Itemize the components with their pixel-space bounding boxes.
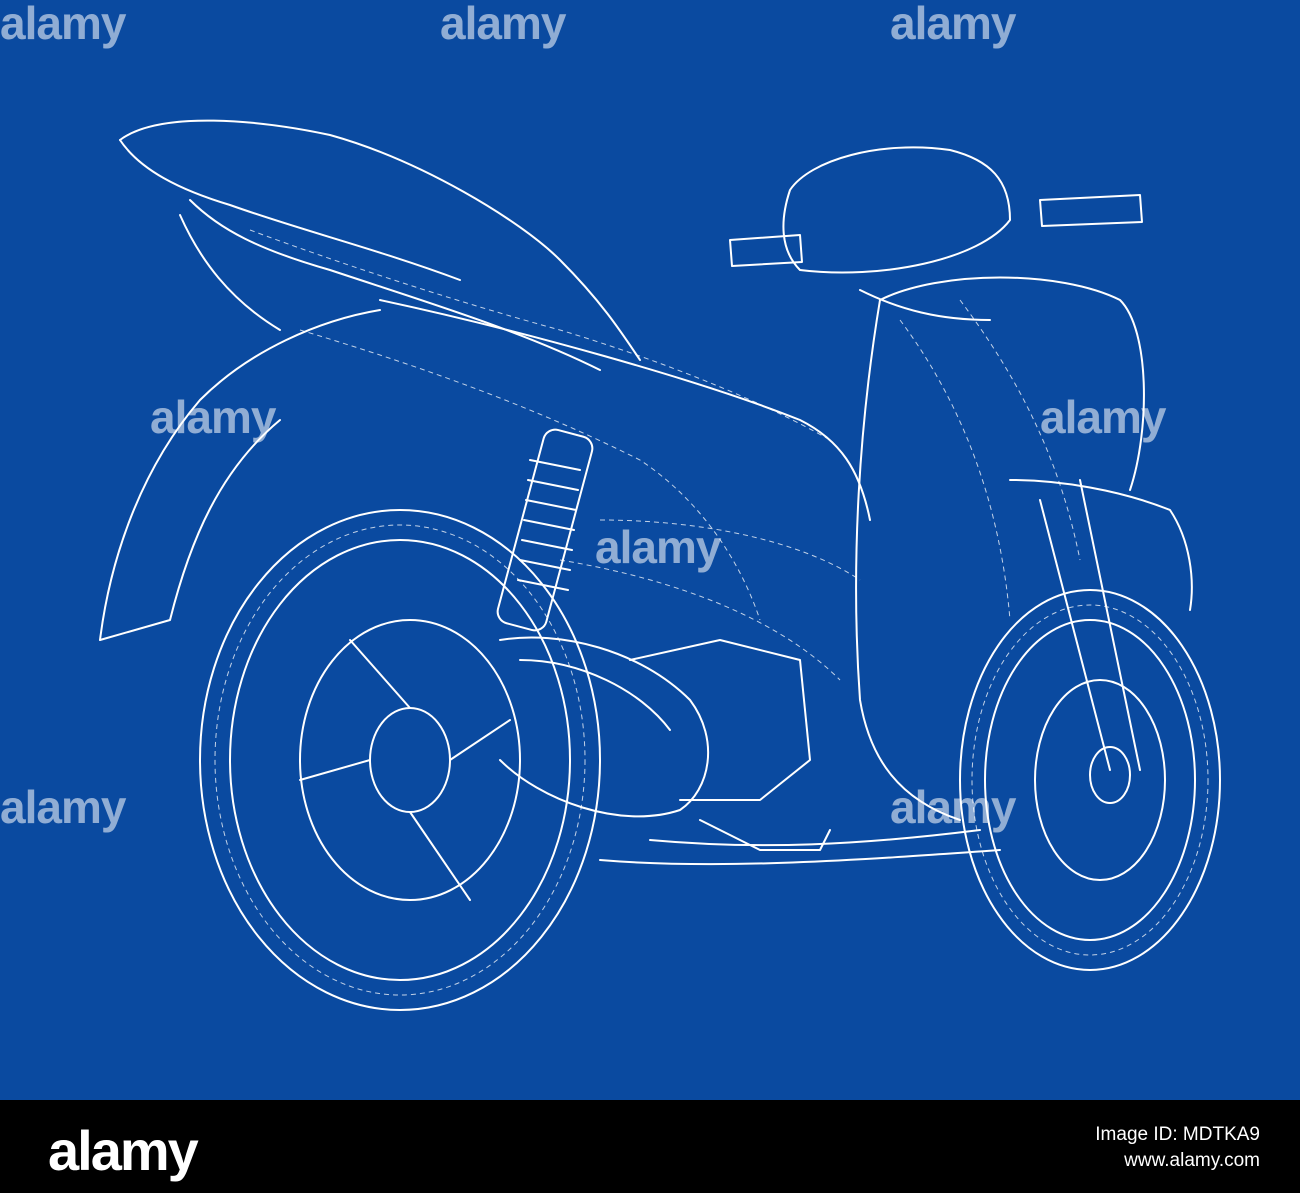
site-url-text: www.alamy.com (1124, 1150, 1260, 1171)
image-id-text: Image ID: MDTKA9 (1095, 1124, 1260, 1145)
watermark-center: alamy (595, 521, 721, 573)
scooter-wireframe-icon (0, 0, 1300, 1100)
alamy-logo: alamy (48, 1119, 199, 1182)
watermark-right-upper: alamy (1040, 391, 1166, 443)
watermark-top-right: alamy (890, 0, 1016, 49)
watermark-right-lower: alamy (890, 781, 1016, 833)
watermark-top-left: alamy (0, 0, 126, 49)
watermark-center-top: alamy (440, 0, 566, 49)
blueprint-canvas: alamy alamy alamy alamy alamy alamy alam… (0, 0, 1300, 1100)
watermark-left-lower: alamy (0, 781, 126, 833)
footer-meta: Image ID: MDTKA9 www.alamy.com (1095, 1122, 1260, 1174)
footer-bar: alamy Image ID: MDTKA9 www.alamy.com (0, 1100, 1300, 1193)
watermark-left-upper: alamy (150, 391, 276, 443)
